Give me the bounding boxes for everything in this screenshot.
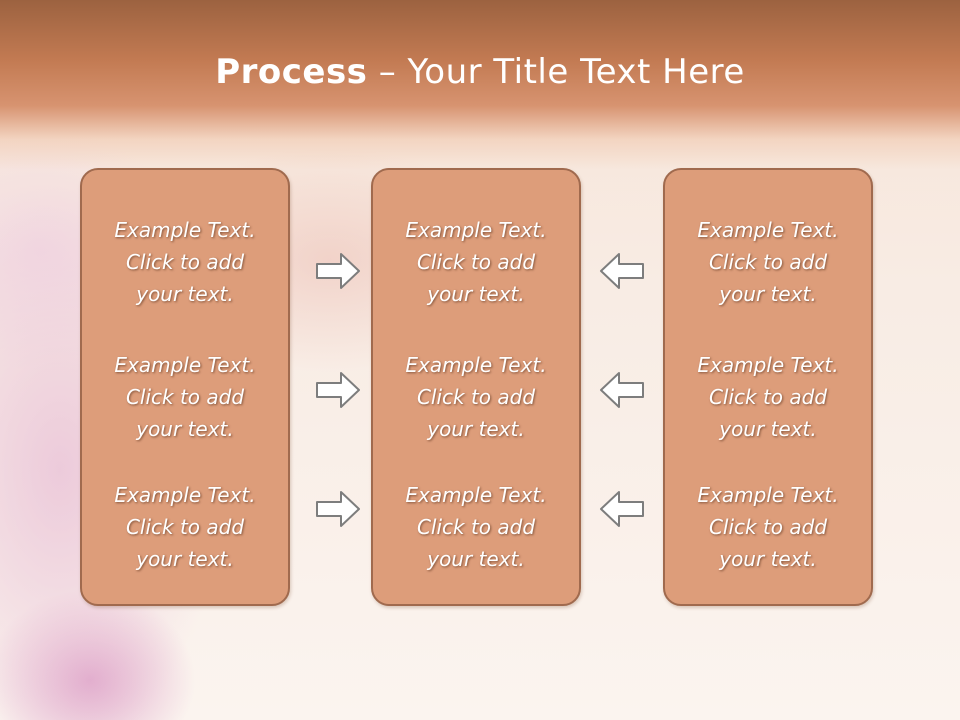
text-line: Example Text. [114,483,256,507]
text-line: Click to add [708,250,828,274]
text-line: your text. [719,282,817,306]
text-line: your text. [136,417,234,441]
text-line: your text. [427,282,525,306]
text-block[interactable]: Example Text. Click to add your text. [373,479,579,575]
arrow-right-icon [316,491,360,527]
text-line: Example Text. [405,483,547,507]
text-line: Example Text. [114,353,256,377]
text-line: Click to add [125,250,245,274]
text-box-center[interactable]: Example Text. Click to add your text. Ex… [371,168,581,606]
text-line: Click to add [125,385,245,409]
slide-title[interactable]: Process – Your Title Text Here [0,52,960,92]
text-line: Example Text. [114,218,256,242]
text-line: Click to add [416,250,536,274]
arrow-left-icon [600,253,644,289]
arrow-left-icon [600,491,644,527]
text-block[interactable]: Example Text. Click to add your text. [82,349,288,445]
text-block[interactable]: Example Text. Click to add your text. [373,214,579,310]
text-line: Example Text. [697,353,839,377]
text-line: Click to add [125,515,245,539]
arrow-right-icon [316,253,360,289]
text-line: Click to add [708,385,828,409]
text-line: Click to add [416,515,536,539]
text-line: your text. [719,417,817,441]
text-box-left[interactable]: Example Text. Click to add your text. Ex… [80,168,290,606]
title-rest: – Your Title Text Here [367,52,745,92]
text-line: Example Text. [405,353,547,377]
title-banner [0,0,960,170]
text-line: your text. [719,547,817,571]
text-line: Click to add [708,515,828,539]
text-block[interactable]: Example Text. Click to add your text. [373,349,579,445]
text-line: Click to add [416,385,536,409]
text-block[interactable]: Example Text. Click to add your text. [665,479,871,575]
text-line: your text. [136,547,234,571]
text-line: your text. [136,282,234,306]
text-block[interactable]: Example Text. Click to add your text. [665,214,871,310]
text-line: your text. [427,547,525,571]
text-block[interactable]: Example Text. Click to add your text. [82,479,288,575]
text-line: Example Text. [405,218,547,242]
title-bold: Process [215,52,368,92]
arrow-right-icon [316,372,360,408]
text-line: Example Text. [697,218,839,242]
arrow-left-icon [600,372,644,408]
text-line: Example Text. [697,483,839,507]
text-line: your text. [427,417,525,441]
text-block[interactable]: Example Text. Click to add your text. [82,214,288,310]
text-block[interactable]: Example Text. Click to add your text. [665,349,871,445]
text-box-right[interactable]: Example Text. Click to add your text. Ex… [663,168,873,606]
